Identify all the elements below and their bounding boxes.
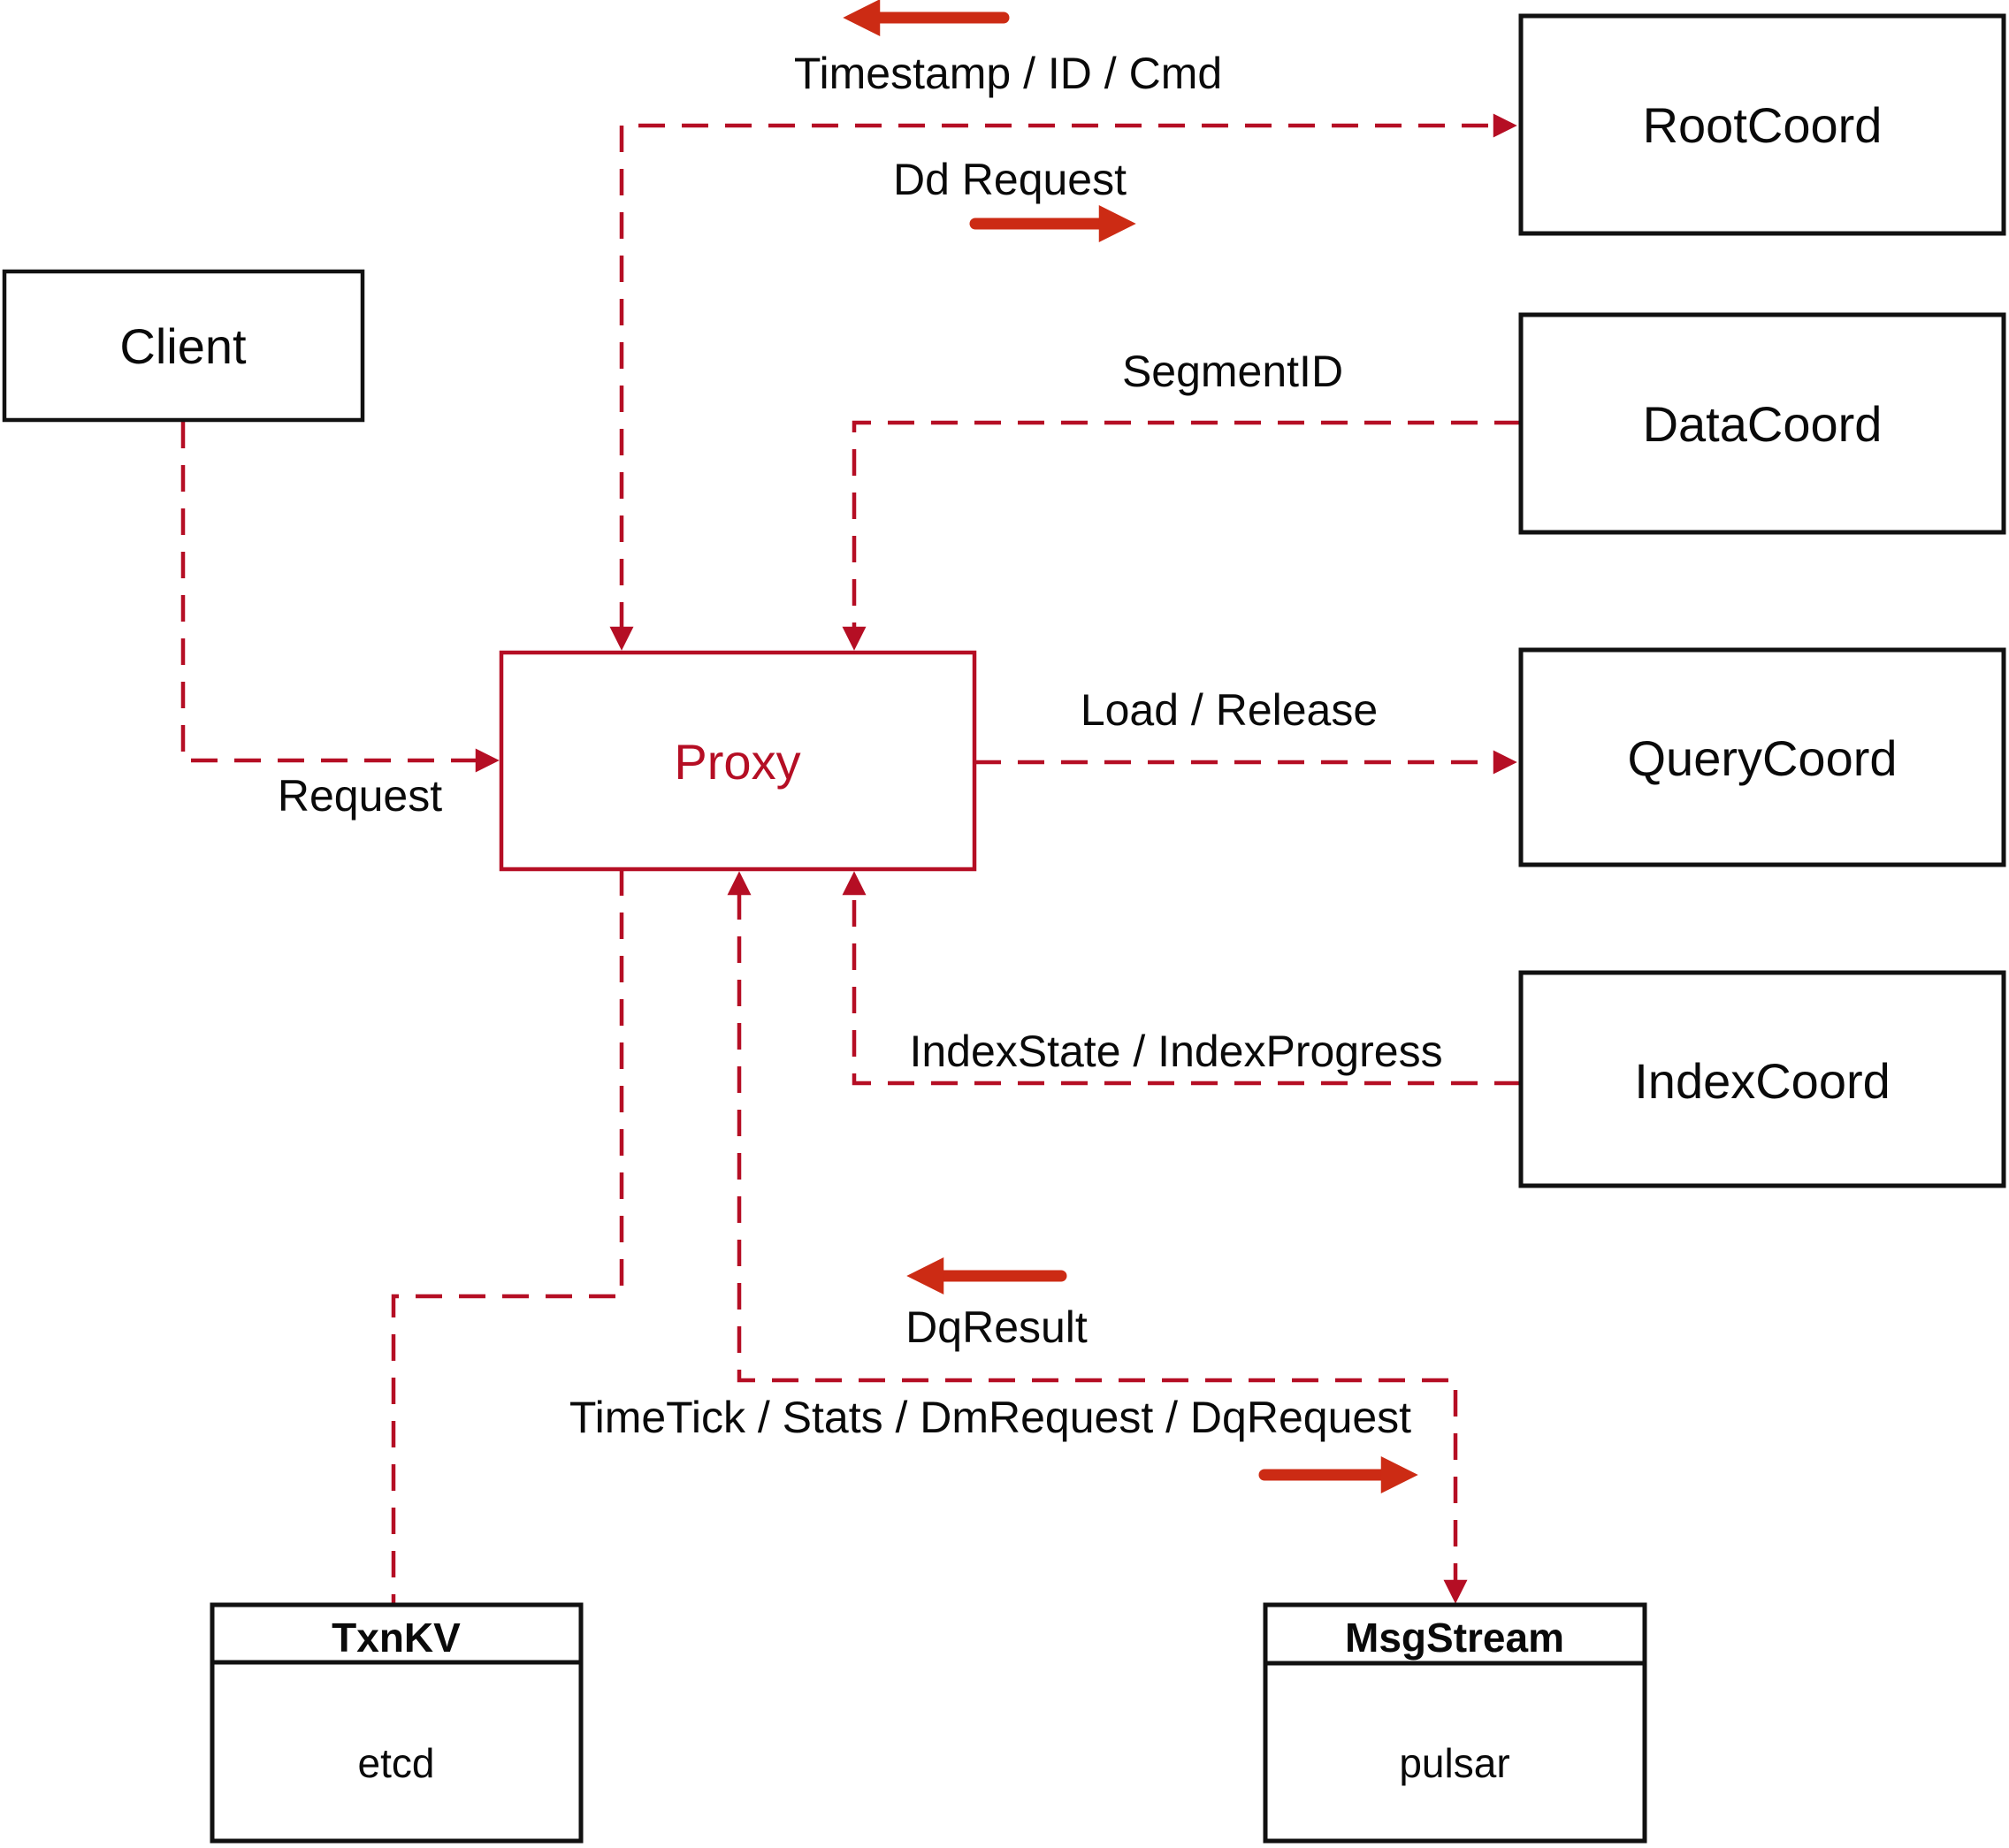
proxy-node xyxy=(499,650,977,872)
txnkv-subtitle: etcd xyxy=(358,1740,435,1786)
edge-label-index-state-progress: IndexState / IndexProgress xyxy=(909,1027,1442,1076)
edges xyxy=(180,113,1521,1604)
querycoord-node xyxy=(1518,647,2006,867)
msgstream-title: MsgStream xyxy=(1345,1615,1564,1661)
edge-labels: Timestamp / ID / Cmd Dd Request SegmentI… xyxy=(278,49,1443,1442)
edge-proxy-msgstream xyxy=(727,871,1468,1604)
rootcoord-node xyxy=(1518,13,2006,236)
edge-label-timetick-stats: TimeTick / Stats / DmRequest / DqRequest xyxy=(569,1393,1411,1442)
edge-datacoord-to-proxy xyxy=(842,420,1521,651)
msgstream-subtitle: pulsar xyxy=(1399,1740,1509,1786)
msgstream-box xyxy=(1263,1602,1647,1844)
rootcoord-label: RootCoord xyxy=(1643,97,1883,153)
msgstream-node: MsgStream pulsar xyxy=(1263,1602,1647,1844)
edge-label-load-release: Load / Release xyxy=(1081,685,1378,735)
client-node xyxy=(2,269,365,423)
txnkv-box xyxy=(210,1602,584,1844)
edge-label-timestamp-id-cmd: Timestamp / ID / Cmd xyxy=(794,49,1222,98)
txnkv-node: TxnKV etcd xyxy=(210,1602,584,1844)
edge-label-segment-id: SegmentID xyxy=(1122,347,1343,396)
proxy-label: Proxy xyxy=(674,734,800,790)
edge-proxy-rootcoord xyxy=(609,113,1517,651)
edge-client-to-proxy xyxy=(180,422,500,773)
edge-label-dd-request: Dd Request xyxy=(893,155,1127,204)
direction-arrows xyxy=(843,0,1418,1493)
querycoord-label: QueryCoord xyxy=(1627,730,1897,786)
datacoord-node xyxy=(1518,312,2006,535)
edge-label-dq-result: DqResult xyxy=(905,1302,1088,1352)
nodes: Client RootCoord DataCoord QueryCoord In… xyxy=(2,13,2006,1844)
edge-proxy-to-txnkv xyxy=(391,869,624,1603)
datacoord-label: DataCoord xyxy=(1643,396,1883,452)
edge-label-request: Request xyxy=(278,771,442,821)
indexcoord-label: IndexCoord xyxy=(1634,1053,1891,1109)
txnkv-title: TxnKV xyxy=(332,1615,461,1661)
client-label: Client xyxy=(119,318,247,374)
indexcoord-node xyxy=(1518,970,2006,1188)
